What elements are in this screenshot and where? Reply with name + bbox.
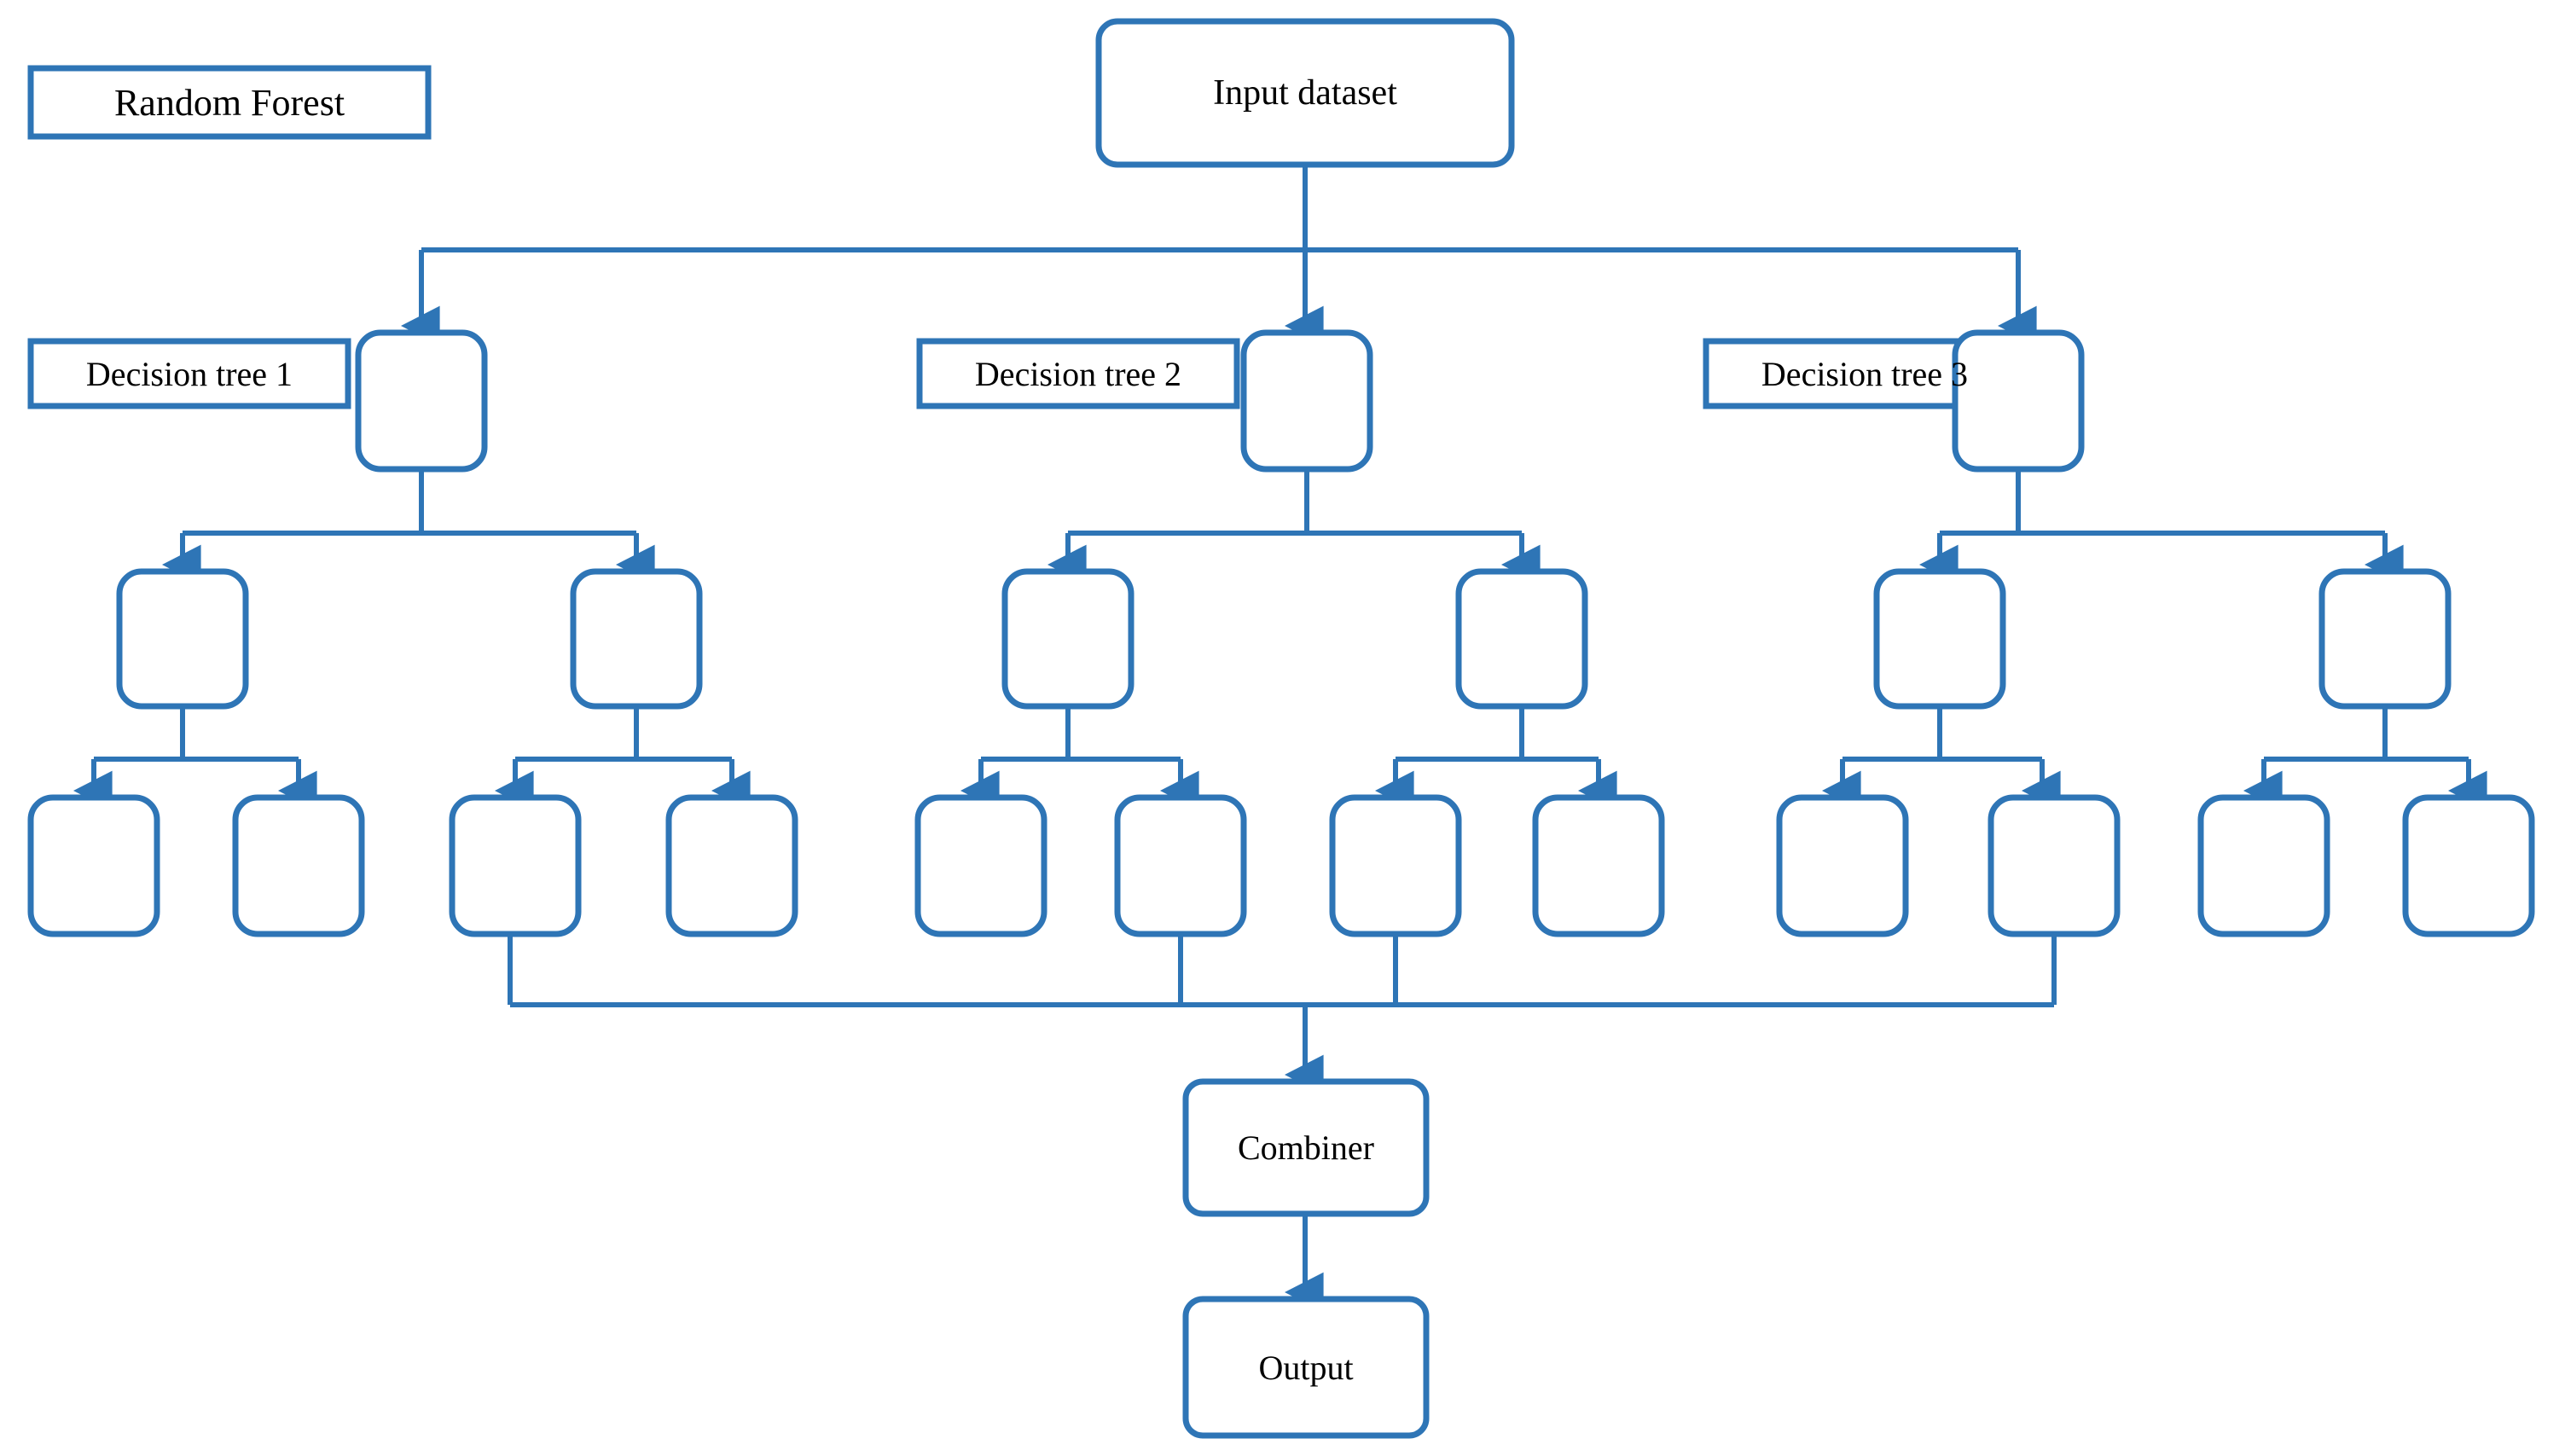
tree-1-leaf-3-node-box[interactable]	[449, 794, 582, 937]
leaf-node-layer	[27, 794, 2535, 937]
legend-box-layer	[27, 65, 2027, 409]
tree-3-root-node-box[interactable]	[1952, 329, 2085, 473]
tree-2-leaf-4-node-box[interactable]	[1532, 794, 1665, 937]
tree-3-leaf-4-node-box[interactable]	[2402, 794, 2535, 937]
combiner-node-box[interactable]	[1182, 1078, 1430, 1217]
tree-1-leaf-1-node-box[interactable]	[27, 794, 160, 937]
connector-layer	[73, 165, 2487, 1313]
random-forest-legend-box[interactable]	[27, 65, 432, 140]
tree-3-branch-right-node-box[interactable]	[2318, 568, 2452, 710]
tree-2-leaf-2-node-box[interactable]	[1114, 794, 1247, 937]
branch-node-layer	[116, 568, 2452, 710]
tree-3-branch-left-node-box[interactable]	[1873, 568, 2006, 710]
tree-3-leaf-1-node-box[interactable]	[1776, 794, 1909, 937]
titled-node-layer	[1095, 18, 1515, 1439]
tree-2-root-node-box[interactable]	[1240, 329, 1373, 473]
tree-1-leaf-2-node-box[interactable]	[232, 794, 365, 937]
tree-2-branch-left-node-box[interactable]	[1001, 568, 1135, 710]
output-node-box[interactable]	[1182, 1296, 1430, 1439]
tree-1-leaf-4-node-box[interactable]	[665, 794, 798, 937]
tree-3-leaf-3-node-box[interactable]	[2197, 794, 2330, 937]
decision-tree-1-legend-box[interactable]	[27, 338, 351, 409]
tree-3-leaf-2-node-box[interactable]	[1988, 794, 2121, 937]
tree-2-leaf-3-node-box[interactable]	[1329, 794, 1462, 937]
tree-root-node-layer	[355, 329, 2085, 473]
input-dataset-node-box[interactable]	[1095, 18, 1515, 168]
tree-1-branch-right-node-box[interactable]	[570, 568, 703, 710]
tree-1-branch-left-node-box[interactable]	[116, 568, 249, 710]
tree-1-root-node-box[interactable]	[355, 329, 488, 473]
tree-2-branch-right-node-box[interactable]	[1455, 568, 1588, 710]
tree-2-leaf-1-node-box[interactable]	[914, 794, 1047, 937]
decision-tree-2-legend-box[interactable]	[916, 338, 1240, 409]
